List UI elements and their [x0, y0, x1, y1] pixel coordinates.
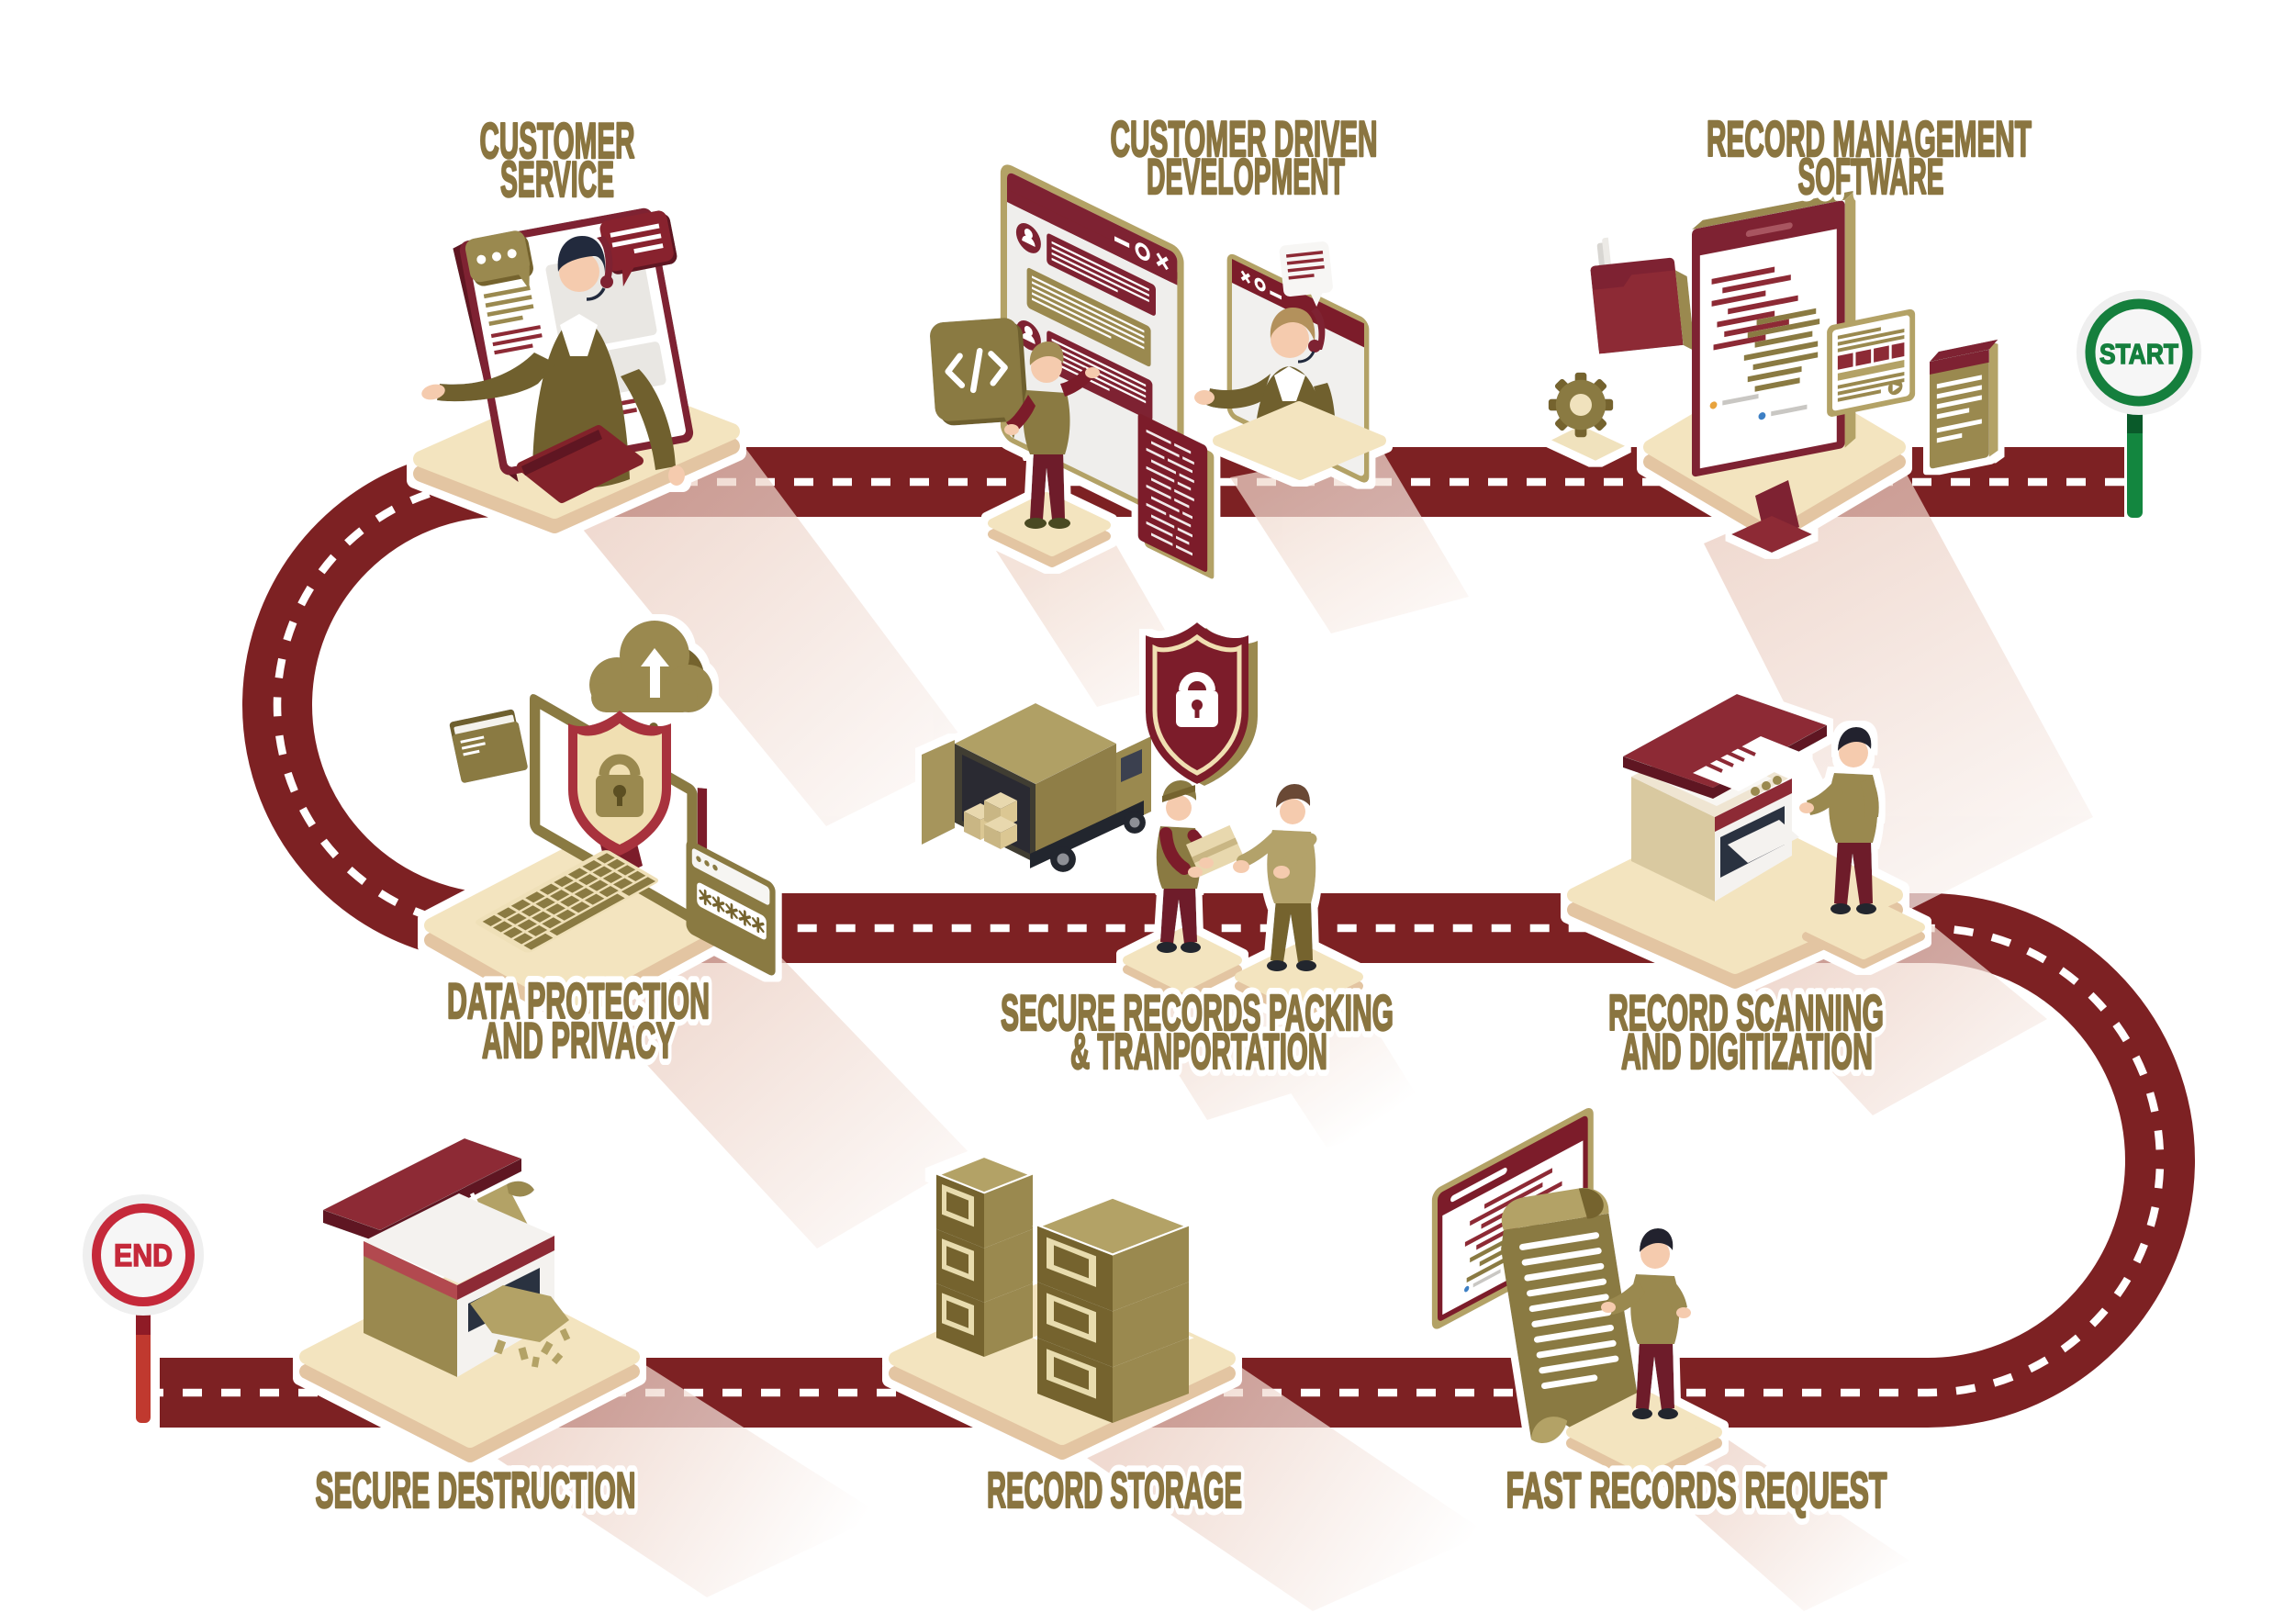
svg-text:SECURE DESTRUCTION: SECURE DESTRUCTION	[316, 1462, 636, 1518]
svg-text:CUSTOMER DRIVEN: CUSTOMER DRIVEN	[1111, 110, 1378, 167]
svg-text:CUSTOMER: CUSTOMER	[480, 112, 635, 169]
svg-text:END: END	[114, 1238, 173, 1273]
svg-text:DEVELOPMENT: DEVELOPMENT	[1147, 148, 1345, 205]
svg-text:RECORD STORAGE: RECORD STORAGE	[987, 1462, 1242, 1518]
svg-text:START: START	[2099, 338, 2178, 370]
svg-text:DEVELOPMENT: DEVELOPMENT	[1147, 148, 1345, 205]
svg-text:SERVICE: SERVICE	[500, 151, 614, 207]
svg-text:SOFTWARE: SOFTWARE	[1798, 148, 1944, 205]
svg-text:& TRANPORTATION: & TRANPORTATION	[1070, 1023, 1327, 1080]
svg-text:SECURE RECORDS PACKING: SECURE RECORDS PACKING	[1001, 984, 1394, 1041]
svg-text:DATA PROTECTION: DATA PROTECTION	[447, 972, 710, 1029]
svg-text:AND DIGITIZATION: AND DIGITIZATION	[1621, 1023, 1873, 1080]
svg-text:RECORD STORAGE: RECORD STORAGE	[987, 1462, 1242, 1518]
svg-text:SECURE DESTRUCTION: SECURE DESTRUCTION	[316, 1462, 636, 1518]
svg-text:RECORD MANAGEMENT: RECORD MANAGEMENT	[1707, 110, 2032, 167]
svg-text:CUSTOMER DRIVEN: CUSTOMER DRIVEN	[1111, 110, 1378, 167]
svg-text:CUSTOMER: CUSTOMER	[480, 112, 635, 169]
svg-text:AND PRIVACY: AND PRIVACY	[482, 1012, 675, 1069]
svg-text:AND PRIVACY: AND PRIVACY	[482, 1012, 675, 1069]
svg-text:DATA PROTECTION: DATA PROTECTION	[447, 972, 710, 1029]
svg-text:SOFTWARE: SOFTWARE	[1798, 148, 1944, 205]
svg-text:FAST RECORDS REQUEST: FAST RECORDS REQUEST	[1506, 1462, 1887, 1518]
svg-text:FAST RECORDS REQUEST: FAST RECORDS REQUEST	[1506, 1462, 1887, 1518]
svg-text:SECURE RECORDS PACKING: SECURE RECORDS PACKING	[1001, 984, 1394, 1041]
svg-text:RECORD SCANNING: RECORD SCANNING	[1608, 984, 1884, 1041]
svg-text:AND DIGITIZATION: AND DIGITIZATION	[1621, 1023, 1873, 1080]
svg-text:& TRANPORTATION: & TRANPORTATION	[1070, 1023, 1327, 1080]
svg-text:RECORD MANAGEMENT: RECORD MANAGEMENT	[1707, 110, 2032, 167]
svg-text:RECORD SCANNING: RECORD SCANNING	[1608, 984, 1884, 1041]
svg-text:SERVICE: SERVICE	[500, 151, 614, 207]
